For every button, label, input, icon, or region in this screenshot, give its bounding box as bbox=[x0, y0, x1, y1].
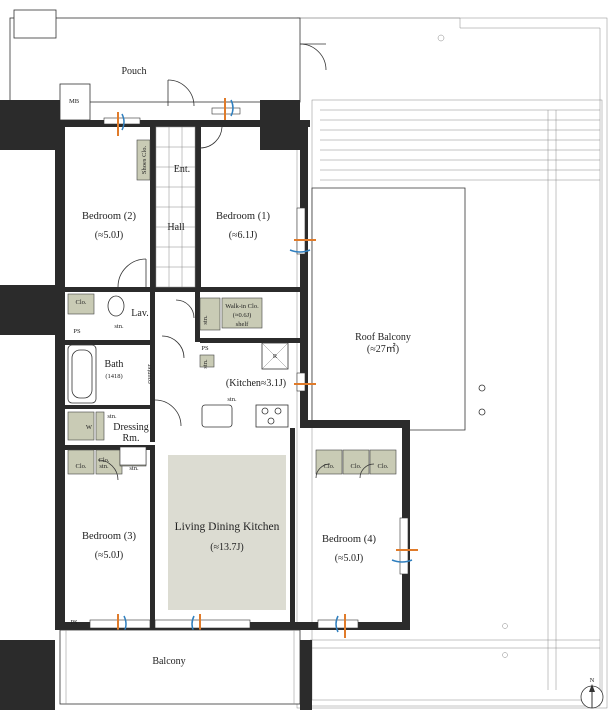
label-stn-e: stn. bbox=[99, 463, 109, 470]
label-kitchen: (Kitchen≈3.1J) bbox=[226, 378, 286, 389]
ldk-floor bbox=[168, 455, 286, 610]
label-stn-c: stn. bbox=[202, 359, 209, 369]
label-clo-d: Clo. bbox=[350, 463, 361, 470]
label-bedroom2-size: (≈5.0J) bbox=[95, 230, 124, 241]
label-bedroom3-size: (≈5.0J) bbox=[95, 550, 124, 561]
kitchen-sink bbox=[201, 404, 233, 428]
label-bedroom1: Bedroom (1) bbox=[216, 211, 270, 222]
label-lav: Lav. bbox=[131, 308, 148, 319]
toilet bbox=[107, 295, 125, 317]
label-bedroom2: Bedroom (2) bbox=[82, 211, 136, 222]
balcony bbox=[0, 629, 312, 710]
label-shoes-clo: Shoes Clo. bbox=[141, 146, 148, 175]
label-bedroom1-size: (≈6.1J) bbox=[229, 230, 258, 241]
label-roof-balcony: Roof Balcony bbox=[355, 332, 411, 343]
label-roof-balcony-size: (≈27㎡) bbox=[367, 343, 399, 355]
outer-wall-nw bbox=[0, 100, 60, 150]
roof-balcony bbox=[311, 187, 486, 431]
label-stn-d: stn. bbox=[107, 413, 117, 420]
label-walkin-shelf: shelf bbox=[236, 321, 249, 328]
terrace-outline bbox=[296, 17, 608, 709]
label-dressing: Dressing bbox=[113, 422, 149, 433]
label-walkin: Walk-in Clo. bbox=[225, 303, 259, 310]
label-stn-k: stn. bbox=[227, 396, 237, 403]
outer-wall-ne bbox=[260, 100, 300, 150]
label-pouch: Pouch bbox=[122, 66, 147, 77]
label-bath-size: (1418) bbox=[105, 373, 122, 380]
label-clo-f: Clo. bbox=[98, 457, 109, 464]
label-bath: Bath bbox=[105, 359, 124, 370]
label-mb: MB bbox=[69, 98, 80, 105]
label-ps-c: PS bbox=[70, 619, 78, 626]
label-ent: Ent. bbox=[174, 164, 190, 175]
compass: N bbox=[580, 677, 604, 709]
label-balcony: Balcony bbox=[152, 656, 185, 667]
label-dressing-rm: Rm. bbox=[123, 433, 140, 444]
stove bbox=[255, 404, 289, 428]
fixtures bbox=[67, 139, 397, 475]
compass-label: N bbox=[590, 677, 595, 684]
label-hall: Hall bbox=[167, 222, 184, 233]
pouch-area bbox=[9, 9, 327, 121]
outer-wall-w bbox=[0, 285, 55, 335]
label-ps-b: PS bbox=[201, 345, 209, 352]
label-clo-a: Clo. bbox=[75, 299, 86, 306]
label-r-mark: R bbox=[273, 353, 278, 360]
label-stn-b: stn. bbox=[202, 315, 209, 325]
label-stn-lav: stn. bbox=[114, 323, 124, 330]
labels: Pouch MB Shoes Clo. Ent. Bedroom (2) (≈5… bbox=[69, 66, 411, 667]
shoes-closet-box bbox=[136, 139, 151, 181]
label-bedroom4: Bedroom (4) bbox=[322, 534, 376, 545]
label-bedroom4-size: (≈5.0J) bbox=[335, 553, 364, 564]
label-ldk: Living Dining Kitchen bbox=[175, 521, 280, 533]
label-ps-a: PS bbox=[73, 328, 81, 335]
hall-tile bbox=[155, 126, 196, 288]
label-clo-e: Clo. bbox=[377, 463, 388, 470]
label-stn-f: stn. bbox=[129, 465, 139, 472]
label-w-mark: W bbox=[86, 424, 93, 431]
label-ldk-size: (≈13.7J) bbox=[210, 542, 244, 553]
door-swings bbox=[97, 125, 375, 481]
label-clo-c: Clo. bbox=[323, 463, 334, 470]
label-bedroom3: Bedroom (3) bbox=[82, 531, 136, 542]
label-clo-b: Clo. bbox=[75, 463, 86, 470]
label-walkin-size: (≈0.6J) bbox=[233, 312, 252, 319]
label-counter: counter bbox=[146, 363, 153, 383]
